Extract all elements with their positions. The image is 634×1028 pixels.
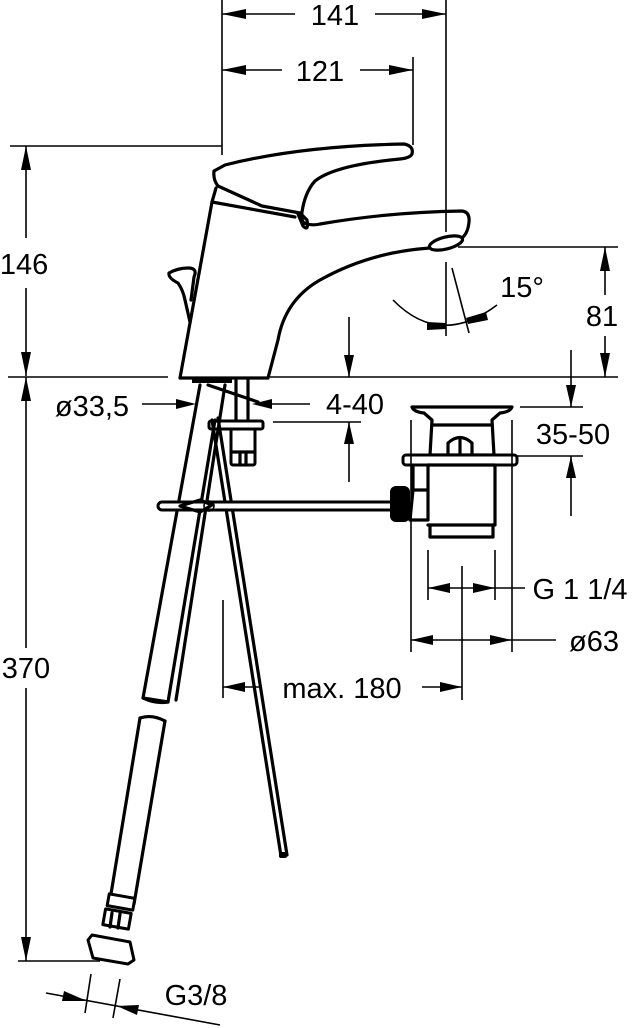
dimension-121: 121 <box>222 56 414 145</box>
dimension-hole-diameter: ø33,5 <box>55 391 196 423</box>
dimension-rod-reach: max. 180 <box>222 600 462 705</box>
popup-waste <box>401 405 519 560</box>
dim-label-waste-diameter: ø63 <box>569 626 619 658</box>
faucet-body <box>167 142 471 380</box>
dim-label-hose-thread: G3/8 <box>165 980 228 1012</box>
waste-linkage-rod <box>156 486 410 522</box>
dim-label-81: 81 <box>586 301 618 333</box>
dimension-hose-thread: G3/8 <box>45 973 228 1026</box>
dim-label-waste-thread: G 1 1/4 <box>532 574 627 606</box>
dim-label-hole-diameter: ø33,5 <box>55 391 129 423</box>
dimension-waste-thread: G 1 1/4 <box>427 550 628 606</box>
dim-label-141: 141 <box>311 0 359 32</box>
dimension-141: 141 <box>221 0 447 232</box>
popup-knob <box>167 266 197 324</box>
dimension-15-degrees: 15° <box>392 262 544 336</box>
dimension-deck-thickness: 4-40 <box>252 389 384 482</box>
mounting-hardware <box>192 378 265 467</box>
dim-label-hose-length: 370 <box>2 653 50 685</box>
dimension-81: 81 <box>458 246 618 377</box>
dim-label-waste-flange: 35-50 <box>536 419 610 451</box>
dimension-waste-flange: 35-50 <box>517 350 610 516</box>
lever-handle <box>212 142 414 230</box>
dim-label-15-degrees: 15° <box>500 272 544 304</box>
dimension-hose-length: 370 <box>2 377 100 962</box>
dim-label-121: 121 <box>296 56 344 88</box>
dimension-146: 146 <box>0 145 222 376</box>
dim-label-deck-thickness: 4-40 <box>326 389 384 421</box>
dim-label-rod-reach: max. 180 <box>282 673 401 705</box>
dim-label-146: 146 <box>0 249 48 281</box>
dimension-waste-diameter: ø63 <box>410 560 619 658</box>
supply-hoses <box>86 383 289 966</box>
